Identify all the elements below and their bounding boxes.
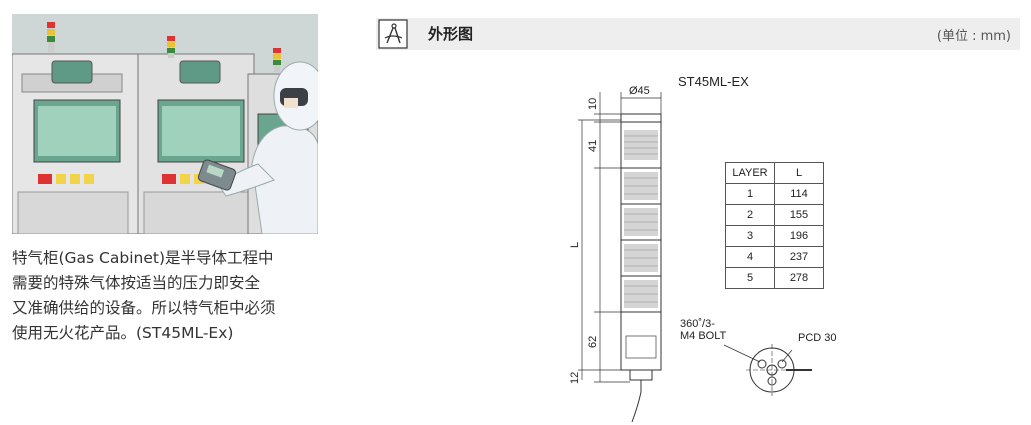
table-row: 2 155 — [725, 204, 824, 226]
column-header-layer: LAYER — [725, 162, 775, 184]
length-cell: 237 — [774, 246, 824, 268]
table-row: 1 114 — [725, 183, 824, 205]
column-header-l: L — [774, 162, 824, 184]
layer-cell: 4 — [725, 246, 775, 268]
caption-line: 使用无火花产品。(ST45ML-Ex) — [12, 324, 234, 342]
diameter-label: Ø45 — [629, 85, 650, 97]
layer-cell: 5 — [725, 267, 775, 289]
dim-10: 10 — [587, 98, 599, 110]
bolt-spec-line: 360˚/3- — [680, 318, 715, 330]
pcd-label: PCD 30 — [798, 332, 837, 344]
caption-line: 又准确供给的设备。所以特气柜中必须 — [12, 299, 276, 317]
length-cell: 114 — [774, 183, 824, 205]
length-cell: 155 — [774, 204, 824, 226]
length-cell: 278 — [774, 267, 824, 289]
dim-l: L — [569, 242, 581, 248]
unit-label: (单位 : mm) — [936, 29, 1011, 44]
dim-62: 62 — [587, 336, 599, 348]
table-row: 5 278 — [725, 267, 824, 289]
section-header-bar — [376, 18, 1020, 50]
dim-41: 41 — [587, 140, 599, 152]
description-text: 特气柜(Gas Cabinet)是半导体工程中 需要的特殊气体按适当的压力即安全… — [12, 246, 322, 346]
dimension-drawing: 10 41 L 62 12 Ø45 — [569, 85, 812, 422]
table-row: 3 196 — [725, 225, 824, 247]
caption-line: 需要的特殊气体按适当的压力即安全 — [12, 274, 261, 292]
bolt-spec-line: M4 BOLT — [680, 330, 727, 342]
section-title: 外形图 — [428, 25, 474, 43]
table-header-row: LAYER L — [725, 162, 824, 184]
bolt-spec-label: 360˚/3- M4 BOLT — [680, 318, 726, 342]
gas-cabinet-illustration — [12, 14, 318, 234]
drafting-compass-icon — [378, 19, 408, 49]
layer-cell: 3 — [725, 225, 775, 247]
layer-length-table: LAYER L 1 114 2 155 3 196 4 237 5 278 — [725, 162, 824, 289]
layer-cell: 1 — [725, 183, 775, 205]
layer-cell: 2 — [725, 204, 775, 226]
caption-line: 特气柜(Gas Cabinet)是半导体工程中 — [12, 249, 274, 267]
dim-12: 12 — [569, 372, 581, 384]
table-row: 4 237 — [725, 246, 824, 268]
model-label: ST45ML-EX — [678, 74, 749, 89]
length-cell: 196 — [774, 225, 824, 247]
